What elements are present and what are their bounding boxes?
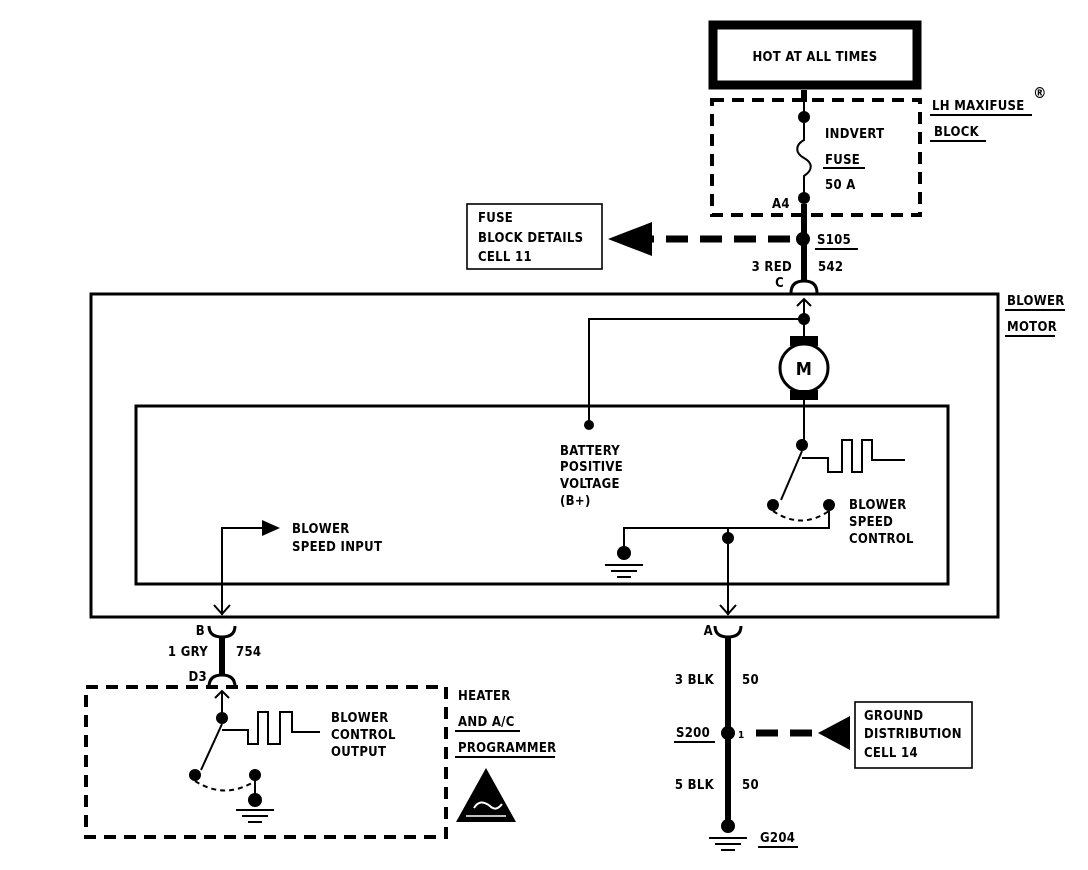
control-output-line2: CONTROL	[331, 728, 396, 743]
battery-node	[584, 420, 594, 430]
fuse-block-line2: BLOCK DETAILS	[478, 231, 583, 246]
wire-color-red: 3 RED	[752, 260, 792, 275]
speed-input-arrow	[262, 520, 280, 536]
splice-s105-dot	[796, 232, 810, 246]
connector-b-symbol	[207, 625, 237, 639]
ground-g204-label: G204	[760, 831, 795, 846]
wire-circuit-50-lower: 50	[742, 778, 759, 793]
output-ground-node	[248, 793, 262, 807]
ground-distribution-arrow	[818, 716, 850, 750]
fuse-label: FUSE	[825, 153, 860, 168]
speed-switch-contact-left	[767, 499, 779, 511]
speed-switch-dashed-arc	[772, 510, 830, 522]
g204-ground-symbol	[709, 837, 747, 851]
fuse-block-line1: FUSE	[478, 211, 513, 226]
speed-switch-pivot	[796, 439, 808, 451]
ground-distribution-line2: DISTRIBUTION	[864, 727, 962, 742]
connector-d3-label: D3	[189, 670, 207, 685]
wire-color-gry: 1 GRY	[168, 645, 208, 660]
maxifuse-block: LH MAXIFUSE ® BLOCK	[710, 84, 1047, 217]
fuse-name: INDVERT	[825, 127, 884, 142]
output-pwm-waveform	[222, 711, 320, 745]
control-output-line1: BLOWER	[331, 711, 389, 726]
speed-input-line1: BLOWER	[292, 522, 350, 537]
hot-at-all-times-box: HOT AT ALL TIMES	[708, 20, 922, 90]
fuse-block-arrow	[608, 222, 652, 256]
maxifuse-title: LH MAXIFUSE	[932, 99, 1025, 114]
wire-color-blk-upper: 3 BLK	[675, 673, 715, 688]
registered-mark: ®	[1033, 84, 1047, 102]
speed-input-line2: SPEED INPUT	[292, 540, 382, 555]
fuse-block-line3: CELL 11	[478, 250, 532, 265]
speed-control-line3: CONTROL	[849, 532, 914, 547]
fuse-block-details-box	[466, 203, 603, 270]
blower-motor-box	[89, 292, 1000, 619]
wire-circuit-754: 754	[236, 645, 261, 660]
speed-control-module-box	[134, 404, 950, 586]
connector-a-chevron	[719, 604, 737, 616]
wire-circuit-542: 542	[818, 260, 843, 275]
connector-c-symbol	[789, 279, 819, 294]
connector-a-label: A	[704, 624, 713, 639]
blower-motor-line2: MOTOR	[1007, 320, 1057, 335]
speed-switch-arm	[780, 450, 803, 501]
speed-control-line1: BLOWER	[849, 498, 907, 513]
g204-ground-node	[721, 819, 735, 833]
internal-ground-node	[617, 546, 631, 560]
battery-line4: (B+)	[560, 494, 591, 509]
blower-motor-line1: BLOWER	[1007, 294, 1065, 309]
ground-distribution-box	[854, 701, 973, 769]
splice-s200-pin: 1	[738, 730, 745, 741]
fuse-terminal-bottom	[798, 192, 810, 204]
motor-m-label: M	[796, 359, 812, 380]
output-switch-pivot	[216, 712, 228, 724]
fuse-terminal-top	[798, 111, 810, 123]
output-dashed-arc	[194, 780, 256, 792]
hot-at-all-times-label: HOT AT ALL TIMES	[752, 50, 877, 65]
fuse-element	[796, 123, 812, 198]
pin-a4: A4	[772, 197, 790, 212]
output-contact-right	[249, 769, 261, 781]
output-switch-arm	[200, 723, 223, 771]
pwm-waveform	[802, 439, 905, 473]
heater-line3: PROGRAMMER	[458, 741, 556, 756]
motor-brush-bottom	[790, 390, 818, 400]
wire-circuit-50-upper: 50	[742, 673, 759, 688]
connector-c-label: C	[775, 276, 784, 291]
control-output-line3: OUTPUT	[331, 745, 386, 760]
heater-line2: AND A/C	[458, 715, 515, 730]
battery-line1: BATTERY	[560, 444, 620, 459]
speed-input-wire	[221, 527, 262, 615]
connector-b-chevron	[213, 604, 231, 616]
connector-b-label: B	[196, 624, 205, 639]
wire-color-blk-lower: 5 BLK	[675, 778, 715, 793]
connector-d3-symbol	[207, 673, 237, 688]
fuse-rating: 50 A	[825, 178, 856, 193]
output-contact-left	[189, 769, 201, 781]
ground-return-wire	[623, 511, 830, 550]
splice-s200-label: S200	[676, 726, 710, 741]
battery-line2: POSITIVE	[560, 460, 623, 475]
internal-ground-symbol	[605, 564, 643, 578]
maxifuse-block-label: BLOCK	[934, 125, 980, 140]
motor-brush-top	[790, 336, 818, 346]
battery-line3: VOLTAGE	[560, 477, 620, 492]
programmer-ground-symbol	[236, 809, 274, 823]
heater-line1: HEATER	[458, 689, 511, 704]
splice-s105-label: S105	[817, 233, 851, 248]
ground-distribution-line1: GROUND	[864, 709, 923, 724]
ground-distribution-line3: CELL 14	[864, 746, 918, 761]
connector-a-symbol	[713, 625, 743, 639]
splice-s200-dot	[721, 726, 735, 740]
heater-programmer-box	[84, 685, 448, 839]
battery-feed-wire	[588, 318, 804, 425]
esd-sensitive-icon	[456, 768, 516, 822]
speed-switch-contact-right	[823, 499, 835, 511]
speed-control-line2: SPEED	[849, 515, 893, 530]
